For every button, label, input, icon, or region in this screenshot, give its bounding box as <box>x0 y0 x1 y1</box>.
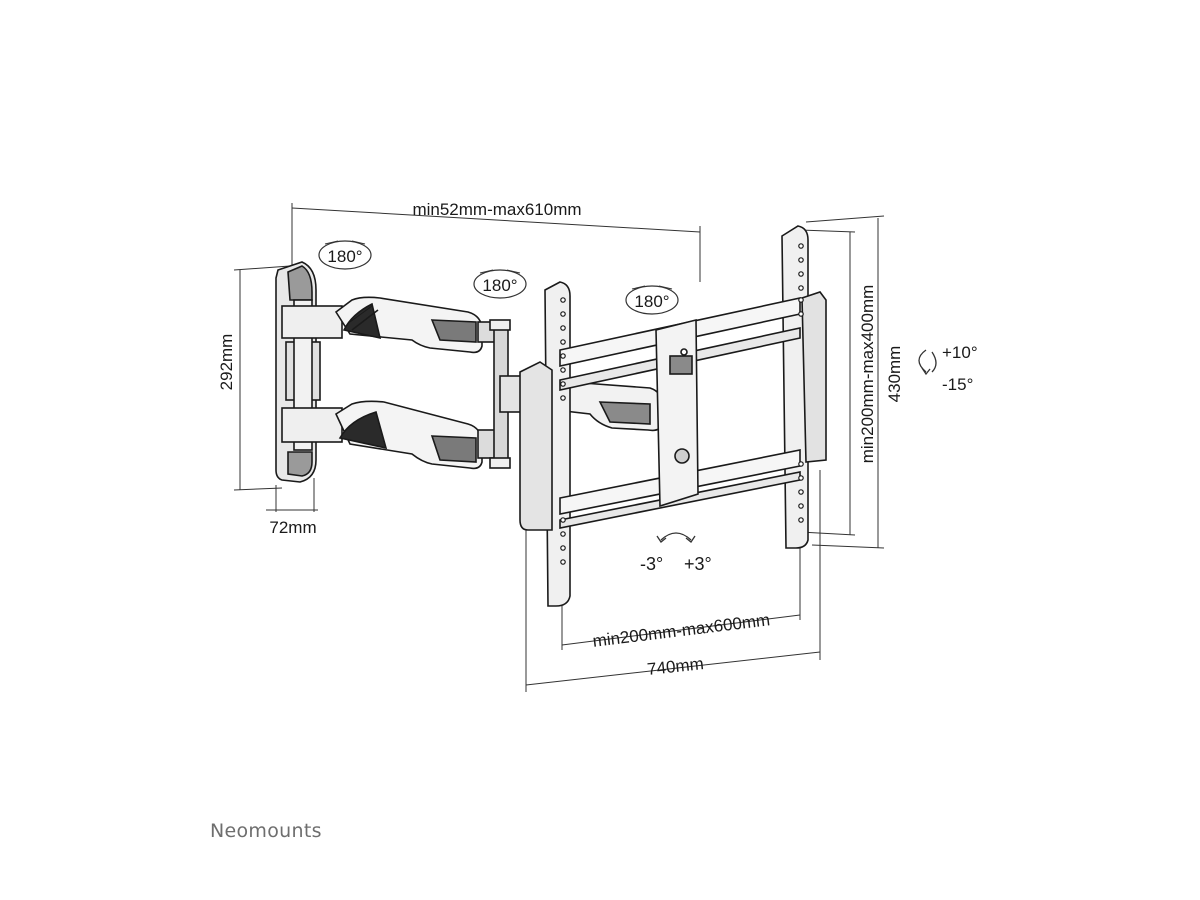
wall-plate-height-label: 292mm <box>217 334 236 391</box>
tilt-up-label: +10° <box>942 343 978 362</box>
brand-logo: Neomounts <box>210 820 322 842</box>
vesa-frame <box>519 225 827 607</box>
level-plus-label: +3° <box>684 554 712 574</box>
front-arm <box>546 381 663 432</box>
level-minus-label: -3° <box>640 554 663 574</box>
level-arrow-icon <box>656 532 696 543</box>
wall-plate-depth-label: 72mm <box>269 518 316 537</box>
arm-reach-label: min52mm-max610mm <box>412 200 581 219</box>
wall-plate <box>275 261 321 483</box>
swivel-label-1: 180° <box>327 247 362 266</box>
upper-arm <box>281 296 501 354</box>
swivel-label-2: 180° <box>482 276 517 295</box>
swivel-label-3: 180° <box>634 292 669 311</box>
dimension-lines <box>233 203 885 692</box>
swivel-badge-1: 180° <box>318 240 372 270</box>
swivel-badge-3: 180° <box>625 285 679 315</box>
tilt-arrow-icon <box>918 349 937 376</box>
vesa-width-label: min200mm-max600mm <box>592 610 772 651</box>
rail-holes <box>560 243 804 565</box>
lower-arm <box>281 400 501 470</box>
total-width-label: 740mm <box>646 654 704 679</box>
total-height-label: 430mm <box>885 346 904 403</box>
swivel-badge-2: 180° <box>473 269 527 299</box>
tilt-down-label: -15° <box>942 375 973 394</box>
vesa-height-label: min200mm-max400mm <box>858 285 877 464</box>
